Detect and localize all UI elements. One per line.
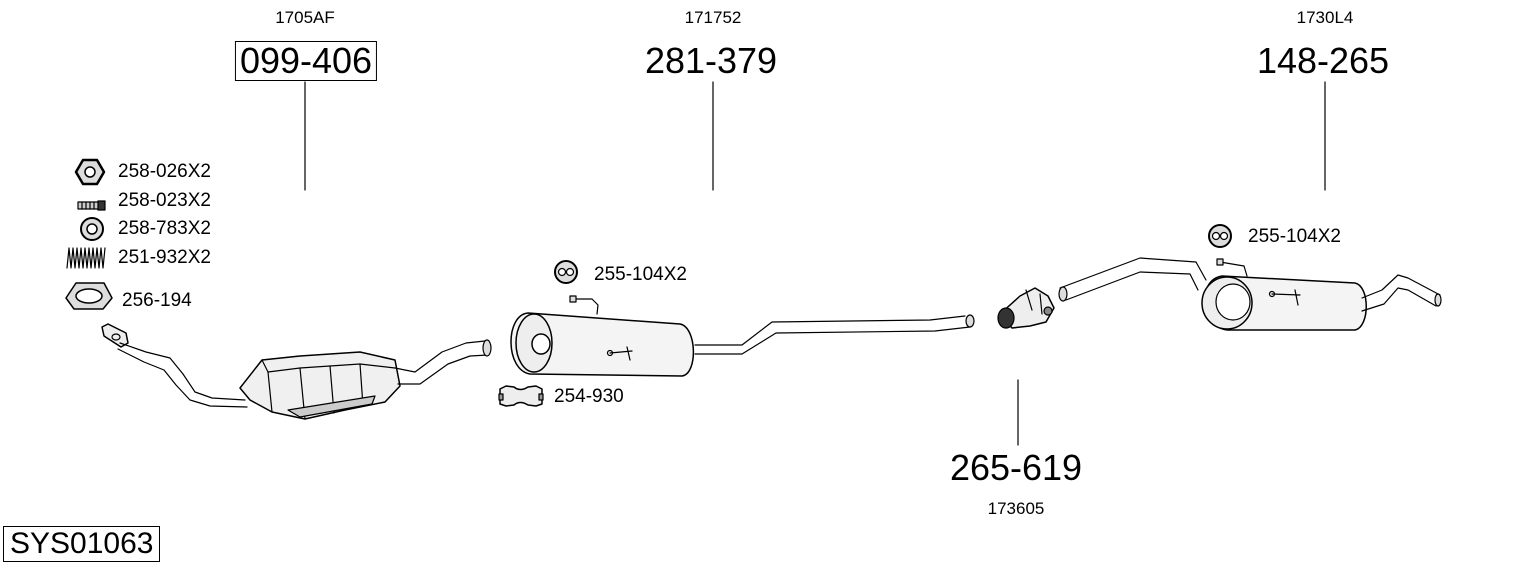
system-code: SYS01063 [3, 526, 161, 562]
part-ref-173605: 173605 [987, 499, 1045, 518]
clamp-icon [499, 386, 543, 406]
part-ref-1730l4: 1730L4 [1296, 8, 1354, 27]
fitting-label-hanger-mid[interactable]: 255-104X2 [594, 264, 687, 285]
washer-icon [81, 218, 103, 240]
fitting-label-nut[interactable]: 258-026X2 [118, 161, 211, 182]
part-number-148-265[interactable]: 148-265 [1256, 40, 1390, 81]
bolt-icon [78, 201, 105, 210]
part-ref-171752: 171752 [684, 8, 742, 27]
part-ref-1705af: 1705AF [275, 8, 335, 27]
rear-silencer-drawing [1059, 258, 1441, 330]
part-number-099-406[interactable]: 099-406 [234, 41, 378, 81]
middle-silencer-hanger-icon [555, 261, 577, 283]
nut-icon [76, 160, 104, 184]
fitting-label-hanger-rear[interactable]: 255-104X2 [1248, 226, 1341, 247]
connector-pipe-drawing [998, 288, 1054, 328]
gasket-icon [66, 283, 112, 309]
fitting-label-clamp[interactable]: 254-930 [554, 386, 624, 407]
middle-silencer-drawing [511, 296, 974, 376]
fitting-label-washer[interactable]: 258-783X2 [118, 218, 211, 239]
part-number-265-619[interactable]: 265-619 [949, 447, 1083, 488]
fitting-label-spring[interactable]: 251-932X2 [118, 247, 211, 268]
part-number-281-379[interactable]: 281-379 [644, 40, 778, 81]
fitting-label-bolt[interactable]: 258-023X2 [118, 190, 211, 211]
fitting-label-gasket[interactable]: 256-194 [122, 290, 192, 311]
rear-silencer-hanger-icon [1209, 225, 1231, 247]
spring-icon [67, 248, 105, 268]
catalytic-converter-drawing [102, 324, 491, 419]
